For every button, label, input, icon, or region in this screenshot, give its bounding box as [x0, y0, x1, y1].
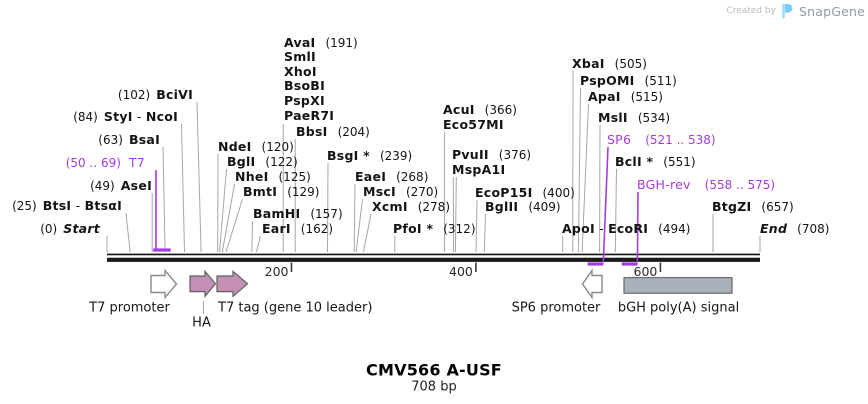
primer-bars-layer — [153, 248, 638, 266]
ruler-tick-label-600: 600 — [633, 263, 658, 279]
leader-line — [454, 176, 457, 253]
leader-lines-layer — [106, 70, 761, 263]
site-label-msci[interactable]: MscI(270) — [363, 184, 439, 200]
leader-line — [125, 212, 131, 253]
site-label-styi-ncoi[interactable]: (84)StyI - NcoI — [73, 109, 178, 125]
leader-line — [181, 123, 185, 253]
site-label-ndei[interactable]: NdeI(120) — [218, 139, 294, 155]
bgh-polya-signal-box[interactable] — [623, 276, 733, 294]
leader-line — [362, 213, 372, 253]
ruler-tick-marks — [290, 262, 662, 272]
site-label-avai[interactable]: AvaI(191) — [284, 35, 358, 51]
site-label-bsai[interactable]: (63)BsaI — [98, 132, 160, 148]
site-label-xbai[interactable]: XbaI(505) — [572, 56, 647, 72]
leader-line — [327, 162, 329, 253]
leader-line — [221, 183, 235, 253]
site-label-bsgi[interactable]: BsgI *(239) — [327, 148, 413, 164]
site-label-mspa1i[interactable]: MspA1I — [452, 162, 506, 177]
site-label-apai[interactable]: ApaI(515) — [588, 89, 663, 105]
leader-line — [483, 213, 486, 253]
t7-tag-arrow[interactable] — [216, 269, 249, 298]
site-label-btsi-btsi[interactable]: (25)BtsI - BtsαI — [12, 198, 122, 214]
site-label-pspxi[interactable]: PspXI — [284, 93, 325, 108]
site-label-eari[interactable]: EarI(162) — [262, 221, 334, 237]
leader-line — [255, 235, 261, 253]
site-label-eaei[interactable]: EaeI(268) — [355, 169, 429, 185]
feature-label-t7-tag[interactable]: T7 tag (gene 10 leader) — [218, 300, 373, 315]
ruler-tick-label-400: 400 — [449, 263, 473, 279]
site-label-smli[interactable]: SmlI — [284, 49, 316, 64]
site-label-asei[interactable]: (49)AseI — [90, 178, 152, 194]
sequence-line[interactable] — [107, 253, 760, 262]
site-label-bamhi[interactable]: BamHI(157) — [253, 206, 343, 222]
site-label-bgli[interactable]: BglI(122) — [227, 154, 298, 170]
sp6-promoter-arrow[interactable] — [581, 268, 603, 300]
t7-promoter-arrow[interactable] — [150, 268, 178, 300]
leader-line — [602, 146, 609, 263]
leader-line — [636, 191, 639, 263]
tick-mark-200 — [290, 262, 293, 272]
site-label-nhei[interactable]: NheI(125) — [235, 169, 311, 185]
feature-label-bgh-polya[interactable]: bGH poly(A) signal — [617, 300, 740, 315]
leader-line — [353, 183, 356, 253]
site-label-bcli[interactable]: BclI *(551) — [615, 154, 696, 170]
site-label-t7[interactable]: (50 .. 69)T7 — [65, 155, 145, 171]
tick-mark-400 — [475, 262, 477, 272]
map-title: CMV566 A-USF — [366, 360, 502, 380]
site-label-start[interactable]: (0)Start — [40, 221, 100, 237]
sp6-primer-bar[interactable] — [587, 262, 604, 266]
t7-primer-bar[interactable] — [153, 248, 171, 252]
bgh-rev-primer-bar[interactable] — [621, 262, 638, 266]
map-length: 708 bp — [411, 379, 457, 395]
site-label-pfoi[interactable]: PfoI *(312) — [393, 221, 476, 237]
features-layer — [150, 268, 733, 314]
site-label-pspomi[interactable]: PspOMI(511) — [580, 73, 677, 89]
watermark-brand: SnapGene — [798, 3, 865, 19]
site-label-btgzi[interactable]: BtgZI(657) — [712, 199, 794, 215]
leader-line — [251, 220, 253, 253]
watermark-created-by: Created by — [726, 6, 776, 16]
site-label-bbsi[interactable]: BbsI(204) — [296, 124, 370, 140]
site-label-sp6[interactable]: SP6(521 .. 538) — [607, 132, 716, 148]
leader-line — [196, 101, 202, 253]
site-label-xcmi[interactable]: XcmI(278) — [372, 199, 451, 215]
ha-tag-arrow[interactable] — [189, 269, 217, 298]
leader-line — [614, 168, 617, 253]
site-label-msli[interactable]: MslI(534) — [598, 110, 671, 126]
site-label-end[interactable]: End(708) — [760, 221, 830, 237]
feature-label-ha[interactable]: HA — [192, 315, 211, 330]
site-label-apoi-ecori[interactable]: ApoI - EcoRI(494) — [562, 221, 691, 237]
leader-line — [219, 168, 227, 253]
tick-mark-600 — [659, 262, 662, 272]
site-label-bsobi[interactable]: BsoBI — [284, 78, 325, 93]
site-label-pvuii[interactable]: PvuII(376) — [452, 147, 532, 163]
leader-line — [581, 103, 589, 253]
leader-line — [577, 87, 581, 253]
site-label-bgh-rev[interactable]: BGH-rev(558 .. 575) — [637, 177, 776, 193]
site-label-bglii[interactable]: BglII(409) — [485, 199, 561, 215]
leader-line — [475, 199, 478, 253]
site-label-xhoi[interactable]: XhoI — [284, 64, 317, 79]
site-label-eco57mi[interactable]: Eco57MI — [443, 117, 504, 132]
feature-label-t7-promoter[interactable]: T7 promoter — [89, 300, 170, 315]
leader-line — [355, 198, 363, 253]
site-label-bmti[interactable]: BmtI(129) — [243, 184, 320, 200]
watermark: Created by SnapGene — [726, 3, 865, 19]
feature-label-sp6-promoter[interactable]: SP6 promoter — [511, 300, 601, 315]
snapgene-logo-icon — [782, 3, 793, 19]
ruler-tick-label-200: 200 — [264, 263, 289, 279]
site-label-paer7i[interactable]: PaeR7I — [284, 108, 335, 123]
site-label-acui[interactable]: AcuI(366) — [443, 102, 517, 118]
leader-line — [225, 198, 243, 253]
site-label-ecop15i[interactable]: EcoP15I(400) — [475, 185, 575, 201]
leader-line — [162, 146, 166, 253]
site-label-bcivi[interactable]: (102)BciVI — [117, 87, 193, 103]
